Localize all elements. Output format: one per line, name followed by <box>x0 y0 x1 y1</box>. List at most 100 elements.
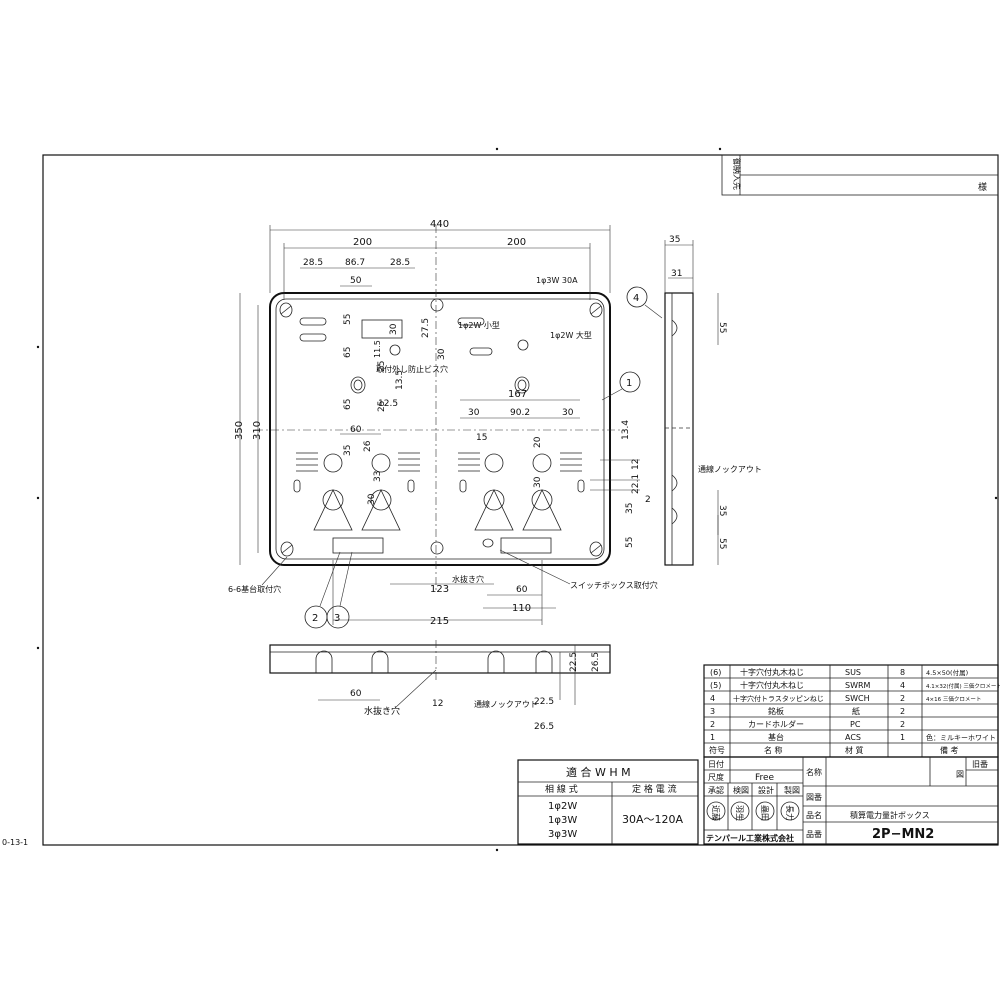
part-note: 4.5×50(付属) <box>926 668 968 677</box>
whm-phase-3: 3φ3W <box>548 829 577 840</box>
part-material: SUS <box>845 668 861 677</box>
dim-65-b: 65 <box>343 399 353 410</box>
bottom-view <box>269 640 611 705</box>
part-no: 4 <box>710 694 715 703</box>
name-label: 名称 <box>806 767 822 777</box>
part-material: SWRM <box>845 681 871 690</box>
dim-200-right: 200 <box>507 237 526 248</box>
stamp: 羽生 <box>735 805 745 821</box>
dim-110: 110 <box>512 603 531 614</box>
part-note: 4.1×32(付属) 三価クロメート <box>926 682 1000 690</box>
dim-30-r3: 30 <box>533 476 543 488</box>
dim-25-a: 25 <box>377 361 387 372</box>
company-name: テンパール工業株式会社 <box>706 833 794 843</box>
scale-label: 尺度 <box>708 772 724 782</box>
parts-table <box>703 664 999 758</box>
bottom-dim-22-5-b: 22.5 <box>534 697 554 707</box>
callout-1: 1 <box>626 378 632 389</box>
code-value: 2P−MN2 <box>872 827 934 842</box>
dim-215: 215 <box>430 616 449 627</box>
note-1p2w-small: 1φ2W 小型 <box>458 321 500 330</box>
stamp: 近藤 <box>711 805 721 821</box>
header-note: 備 考 <box>940 745 959 755</box>
dim-30-b: 30 <box>437 348 447 360</box>
callout-2: 2 <box>312 613 318 624</box>
bottom-dim-12: 12 <box>432 699 443 709</box>
dim-35-left: 35 <box>343 445 353 456</box>
dim-12-5: 12.5 <box>378 399 398 409</box>
part-qty: 1 <box>900 733 905 742</box>
dim-28-5-right: 28.5 <box>390 258 410 268</box>
part-no: 3 <box>710 707 715 716</box>
note-1p3w: 1φ3W 30A <box>536 276 578 285</box>
dim-28-5-left: 28.5 <box>303 258 323 268</box>
part-no: 2 <box>710 720 715 729</box>
sheet-border <box>42 154 999 846</box>
side-dim-55-b: 55 <box>717 538 727 549</box>
dim-11-5: 11.5 <box>373 340 382 358</box>
whm-phase-1: 1φ2W <box>548 801 577 812</box>
dim-20: 20 <box>533 436 543 448</box>
dim-350: 350 <box>234 421 245 440</box>
dim-27-5: 27.5 <box>421 318 431 338</box>
bottom-dim-60: 60 <box>350 689 362 699</box>
part-material: ACS <box>845 733 861 742</box>
side-dim-31: 31 <box>671 269 682 279</box>
drawing-no-label: 図番 <box>806 792 822 802</box>
part-name: 十字穴付丸木ねじ <box>740 667 804 677</box>
side-view <box>664 240 719 566</box>
product-value: 積算電力量計ボックス <box>850 810 930 820</box>
dim-26: 26 <box>363 440 373 452</box>
header-material: 材 質 <box>845 745 864 755</box>
callout-3: 3 <box>334 613 340 624</box>
dim-30-c: 30 <box>367 493 377 505</box>
part-material: PC <box>850 720 861 729</box>
bottom-dim-22-5-a: 22.5 <box>569 652 579 672</box>
approval-box: 御納入先 様 <box>721 154 999 196</box>
part-note: 色：ミルキーホワイト <box>926 733 996 742</box>
part-qty: 2 <box>900 720 905 729</box>
title-block <box>703 756 999 845</box>
part-name: カードホルダー <box>748 719 804 729</box>
dim-50: 50 <box>350 276 362 286</box>
front-view <box>255 225 625 590</box>
dim-13-4: 13.4 <box>621 420 631 440</box>
stamp: 長力 <box>785 805 795 821</box>
dim-30-top: 30 <box>389 323 399 335</box>
label-base-mount: 6-6基台取付穴 <box>228 584 281 594</box>
approval-label: 御納入先 <box>732 158 742 190</box>
part-name: 基台 <box>768 732 784 742</box>
side-knockout: 通線ノックアウト <box>698 464 762 474</box>
bottom-drain-label: 水抜き穴 <box>364 705 400 717</box>
dim-55-left: 55 <box>343 314 353 325</box>
note-1p2w-large: 1φ2W 大型 <box>550 330 592 340</box>
sheet-ref: 0-13-1 <box>2 838 28 847</box>
approval-suffix: 様 <box>978 181 987 193</box>
dim-25-b: 25 <box>377 401 387 412</box>
dim-90-2: 90.2 <box>510 408 530 418</box>
label-drain-hole: 水抜き穴 <box>452 574 484 584</box>
dim-440: 440 <box>430 219 449 230</box>
dim-55-right: 55 <box>625 537 635 548</box>
part-note: 4×16 三価クロメート <box>926 695 981 703</box>
bottom-knockout-label: 通線ノックアウト <box>474 699 538 709</box>
dim-310: 310 <box>252 421 263 440</box>
dim-86-7: 86.7 <box>345 258 365 268</box>
dim-167: 167 <box>508 389 527 400</box>
part-no: (5) <box>710 681 721 690</box>
header-name: 名 称 <box>764 745 783 755</box>
part-no: 1 <box>710 733 715 742</box>
dim-60-left: 60 <box>350 425 362 435</box>
part-qty: 8 <box>900 668 905 677</box>
whm-title: 適 合 W H M <box>566 765 631 779</box>
side-dim-35-b: 35 <box>717 505 727 516</box>
whm-table <box>517 759 699 845</box>
part-qty: 2 <box>900 707 905 716</box>
check-label: 承認 <box>708 785 724 795</box>
check-label: 設計 <box>758 785 774 795</box>
dim-22-1: 22.1 <box>631 474 641 494</box>
part-name: 十字穴付トラスタッピンねじ <box>733 694 824 703</box>
check-label: 検図 <box>733 785 749 795</box>
whm-col-phase: 相 線 式 <box>545 783 578 795</box>
